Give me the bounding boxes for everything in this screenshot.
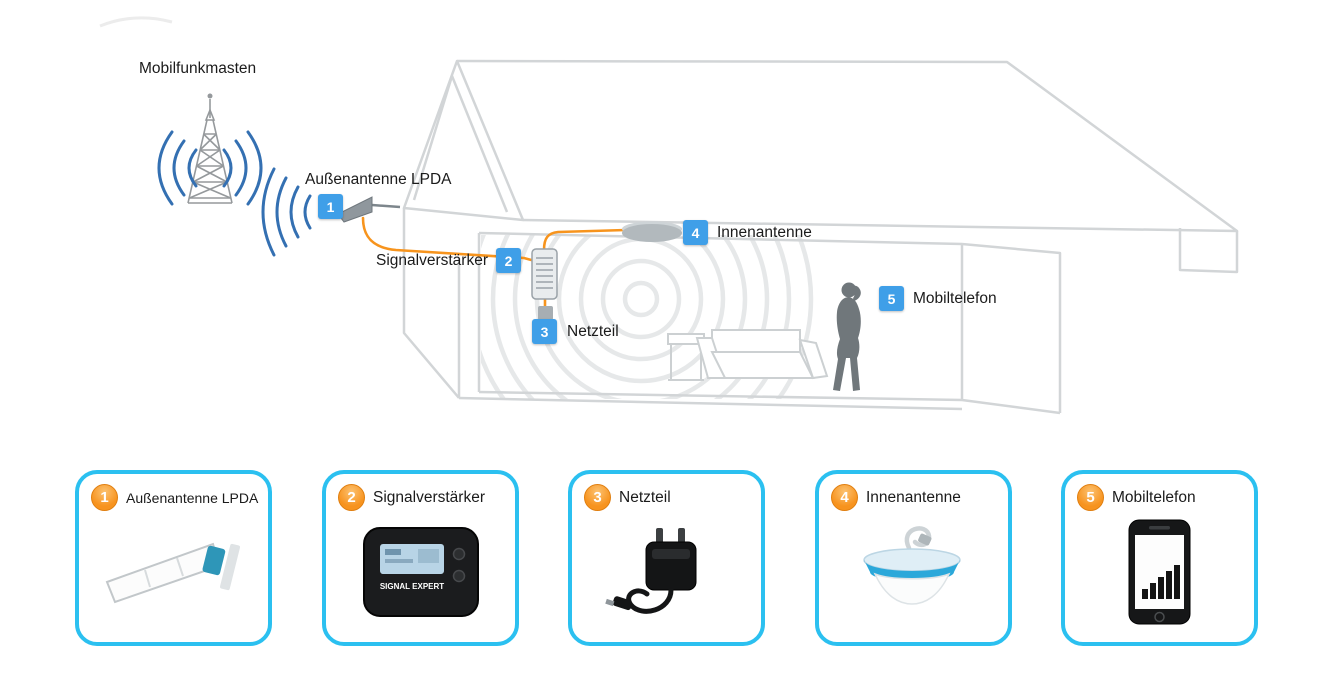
card-4-label: Innenantenne — [866, 488, 961, 506]
callout-3-label: Netzteil — [567, 323, 619, 340]
card-3-badge: 3 — [584, 484, 611, 511]
callout-1-badge: 1 — [318, 194, 343, 219]
watermark-swoosh — [99, 16, 173, 28]
card-mobiltelefon: 5 Mobiltelefon — [1061, 470, 1258, 646]
tower-label: Mobilfunkmasten — [139, 60, 257, 77]
power-supply-icon — [538, 306, 553, 320]
installation-diagram — [99, 16, 1239, 415]
card-2-label: Signalverstärker — [373, 488, 485, 506]
card-netzteil: 3 Netzteil — [568, 470, 765, 646]
cable-booster-to-indoor-antenna — [542, 228, 628, 252]
callout-3-badge: 3 — [532, 319, 557, 344]
card-innenantenne: 4 Innenantenne — [815, 470, 1012, 646]
booster-device-icon — [531, 248, 558, 300]
callout-5-badge: 5 — [879, 286, 904, 311]
cable-antenna-to-booster — [361, 216, 537, 263]
person-silhouette — [833, 282, 861, 391]
coax-cables — [361, 216, 628, 308]
card-1-label: Außenantenne LPDA — [126, 489, 259, 506]
antenna-signal-arcs — [261, 167, 312, 257]
card-aussenantenne: 1 Außenantenne LPDA — [75, 470, 272, 646]
power-adapter-image — [604, 528, 696, 614]
card-5-label: Mobiltelefon — [1112, 488, 1196, 506]
card-signalverstaerker: 2 Signalverstärker SIGNAL EXPERT — [322, 470, 519, 646]
callout-5-label: Mobiltelefon — [913, 290, 997, 307]
ceiling-antenna-image — [862, 526, 961, 605]
lpda-antenna-image — [105, 542, 240, 604]
card-4-badge: 4 — [831, 484, 858, 511]
card-3-label: Netzteil — [619, 488, 671, 506]
cell-tower-icon — [187, 93, 233, 204]
sofa — [667, 329, 829, 381]
smartphone-image — [1128, 519, 1191, 625]
booster-image: SIGNAL EXPERT — [362, 527, 479, 617]
outdoor-antenna-icon — [337, 196, 401, 223]
card-1-badge: 1 — [91, 484, 118, 511]
signal-bars-icon — [1142, 565, 1180, 599]
callout-4-label: Innenantenne — [717, 224, 812, 241]
card-2-badge: 2 — [338, 484, 365, 511]
booster-brand-text: SIGNAL EXPERT — [379, 582, 443, 591]
tower-signal-arcs — [157, 130, 263, 206]
callout-2-badge: 2 — [496, 248, 521, 273]
callout-4-badge: 4 — [683, 220, 708, 245]
indoor-antenna-icon — [622, 221, 682, 242]
callout-1-label: Außenantenne LPDA — [305, 171, 452, 188]
callout-2-label: Signalverstärker — [376, 252, 488, 269]
card-5-badge: 5 — [1077, 484, 1104, 511]
